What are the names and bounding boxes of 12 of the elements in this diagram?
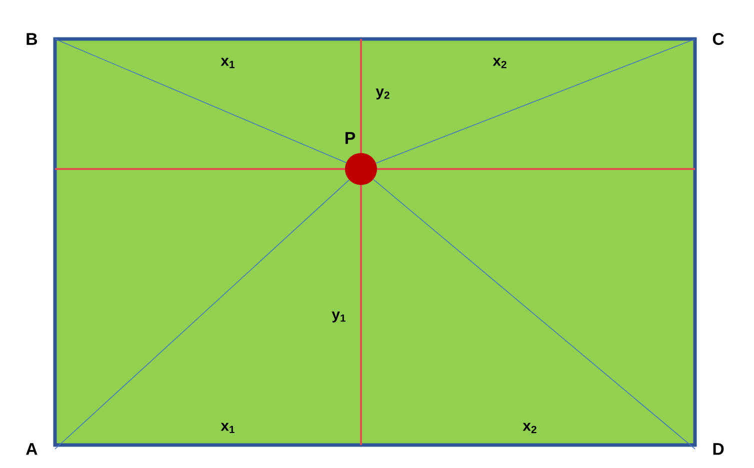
segment-label: y$_{1}$	[332, 312, 346, 322]
segment-label: x$_{2}$	[522, 422, 536, 434]
vertex-label: D	[713, 443, 724, 455]
segment-label: y$_{2}$	[376, 88, 390, 100]
vertex-label: C	[712, 33, 724, 45]
segment-label: x$_{1}$	[220, 58, 235, 68]
segment-label: x$_{1}$	[220, 422, 235, 434]
point-label: P	[346, 132, 356, 144]
vertex-label: B	[26, 33, 38, 45]
segment-label: x$_{2}$	[492, 58, 506, 68]
point-dot	[345, 152, 377, 185]
vertex-label: A	[26, 443, 38, 455]
